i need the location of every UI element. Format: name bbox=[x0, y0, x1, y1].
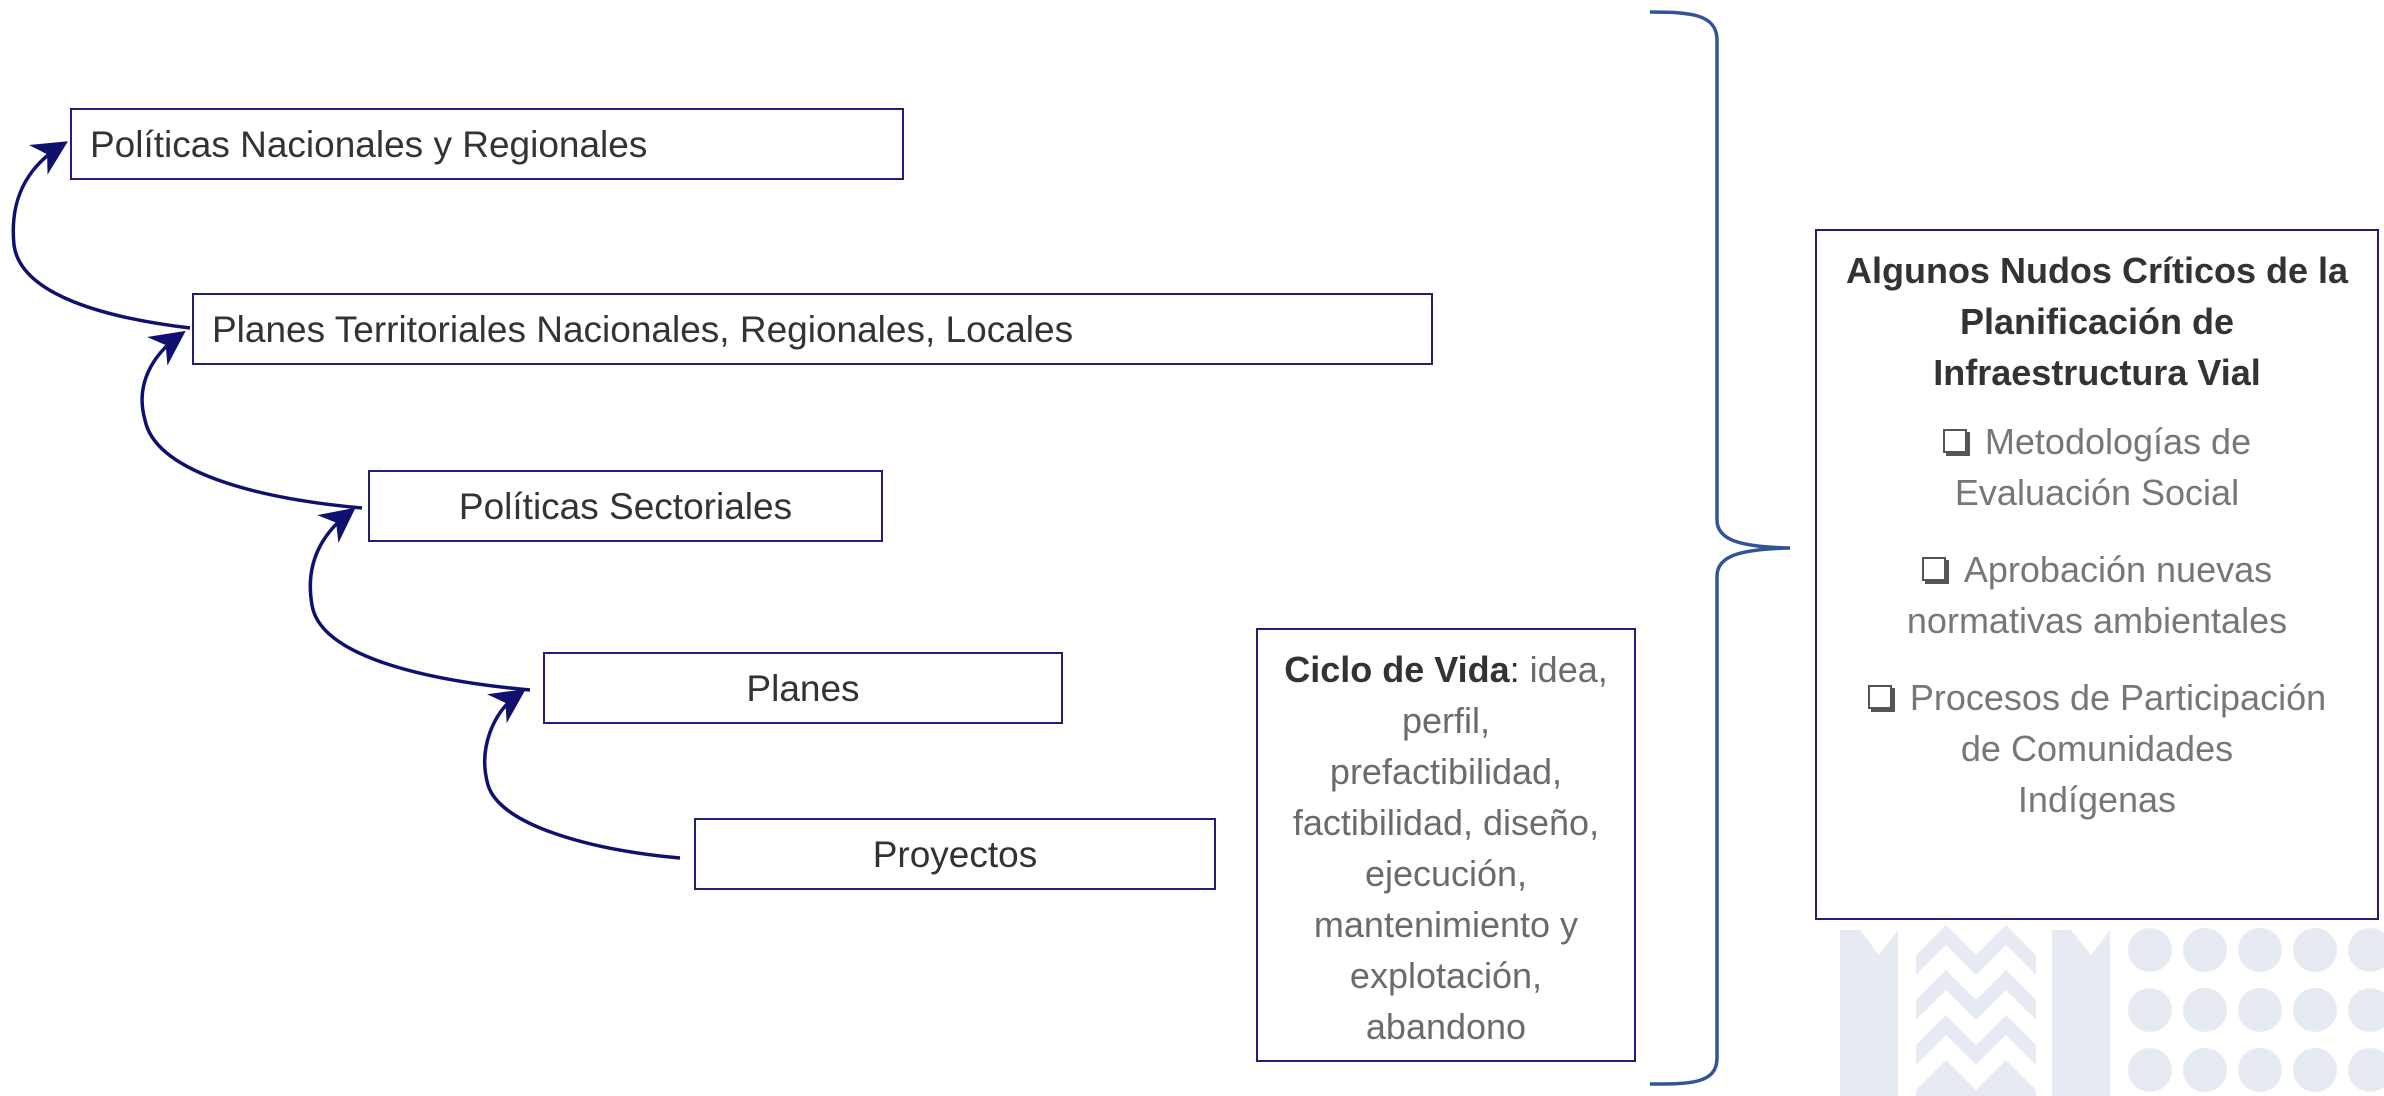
ciclo-de-vida-box: Ciclo de Vida: idea, perfil, prefactibil… bbox=[1256, 628, 1636, 1062]
ciclo-stage: factibilidad, diseño, bbox=[1292, 802, 1600, 843]
nudos-item-text: Procesos de Participación bbox=[1909, 677, 2327, 718]
hierarchy-label: Proyectos bbox=[872, 833, 1038, 875]
nudos-item-text: Metodologías de bbox=[1984, 421, 2252, 462]
checkbox-bullet-icon bbox=[1942, 429, 1967, 453]
ciclo-stage: explotación, bbox=[1349, 955, 1543, 996]
hierarchy-box-planes: Planes bbox=[543, 652, 1063, 724]
institution-watermark-pattern bbox=[1840, 925, 2384, 1096]
nudos-list: Metodologías de Evaluación Social Aproba… bbox=[1817, 416, 2377, 825]
nudos-title: Algunos Nudos Críticos de la Planificaci… bbox=[1817, 245, 2377, 398]
nudos-item-text: de Comunidades bbox=[1960, 728, 2234, 769]
hierarchy-box-proyectos: Proyectos bbox=[694, 818, 1216, 890]
ciclo-stage: idea, bbox=[1519, 649, 1608, 690]
nudos-title-line: Planificación de bbox=[1959, 301, 2235, 342]
nudos-item-text: Indígenas bbox=[2017, 779, 2177, 820]
hierarchy-box-planes-territoriales: Planes Territoriales Nacionales, Regiona… bbox=[192, 293, 1433, 365]
ciclo-stage: mantenimiento y bbox=[1313, 904, 1579, 945]
curved-arrow-icon bbox=[483, 689, 681, 860]
hierarchy-box-politicas-nacionales: Políticas Nacionales y Regionales bbox=[70, 108, 904, 180]
nudos-item: Procesos de Participación de Comunidades… bbox=[1817, 672, 2377, 825]
ciclo-stage: ejecución, bbox=[1364, 853, 1528, 894]
right-brace-icon bbox=[1649, 10, 1791, 1086]
nudos-title-line: Algunos Nudos Críticos de la bbox=[1845, 250, 2349, 291]
nudos-item: Metodologías de Evaluación Social bbox=[1817, 416, 2377, 518]
hierarchy-label: Políticas Nacionales y Regionales bbox=[90, 123, 648, 165]
hierarchy-label: Políticas Sectoriales bbox=[458, 485, 793, 527]
ciclo-stage: perfil, bbox=[1401, 700, 1491, 741]
ciclo-stage: prefactibilidad, bbox=[1329, 751, 1563, 792]
ciclo-colon: : bbox=[1509, 649, 1520, 690]
ciclo-label: Ciclo de Vida bbox=[1284, 649, 1510, 690]
curved-arrow-icon bbox=[11, 141, 191, 330]
nudos-item-text: Aprobación nuevas bbox=[1963, 549, 2273, 590]
ciclo-line: Ciclo de Vida: idea, bbox=[1258, 644, 1634, 695]
nudos-criticos-box: Algunos Nudos Críticos de la Planificaci… bbox=[1815, 229, 2379, 920]
curved-arrow-icon bbox=[308, 507, 531, 692]
ciclo-stage: abandono bbox=[1365, 1006, 1527, 1047]
nudos-item: Aprobación nuevas normativas ambientales bbox=[1817, 544, 2377, 646]
hierarchy-label: Planes bbox=[746, 667, 860, 709]
nudos-item-text: normativas ambientales bbox=[1906, 600, 2288, 641]
checkbox-bullet-icon bbox=[1921, 557, 1946, 581]
checkbox-bullet-icon bbox=[1867, 685, 1892, 709]
nudos-item-text: Evaluación Social bbox=[1954, 472, 2240, 513]
hierarchy-box-politicas-sectoriales: Políticas Sectoriales bbox=[368, 470, 883, 542]
nudos-title-line: Infraestructura Vial bbox=[1933, 352, 2261, 393]
curved-arrow-icon bbox=[140, 330, 363, 510]
hierarchy-label: Planes Territoriales Nacionales, Regiona… bbox=[212, 308, 1074, 350]
